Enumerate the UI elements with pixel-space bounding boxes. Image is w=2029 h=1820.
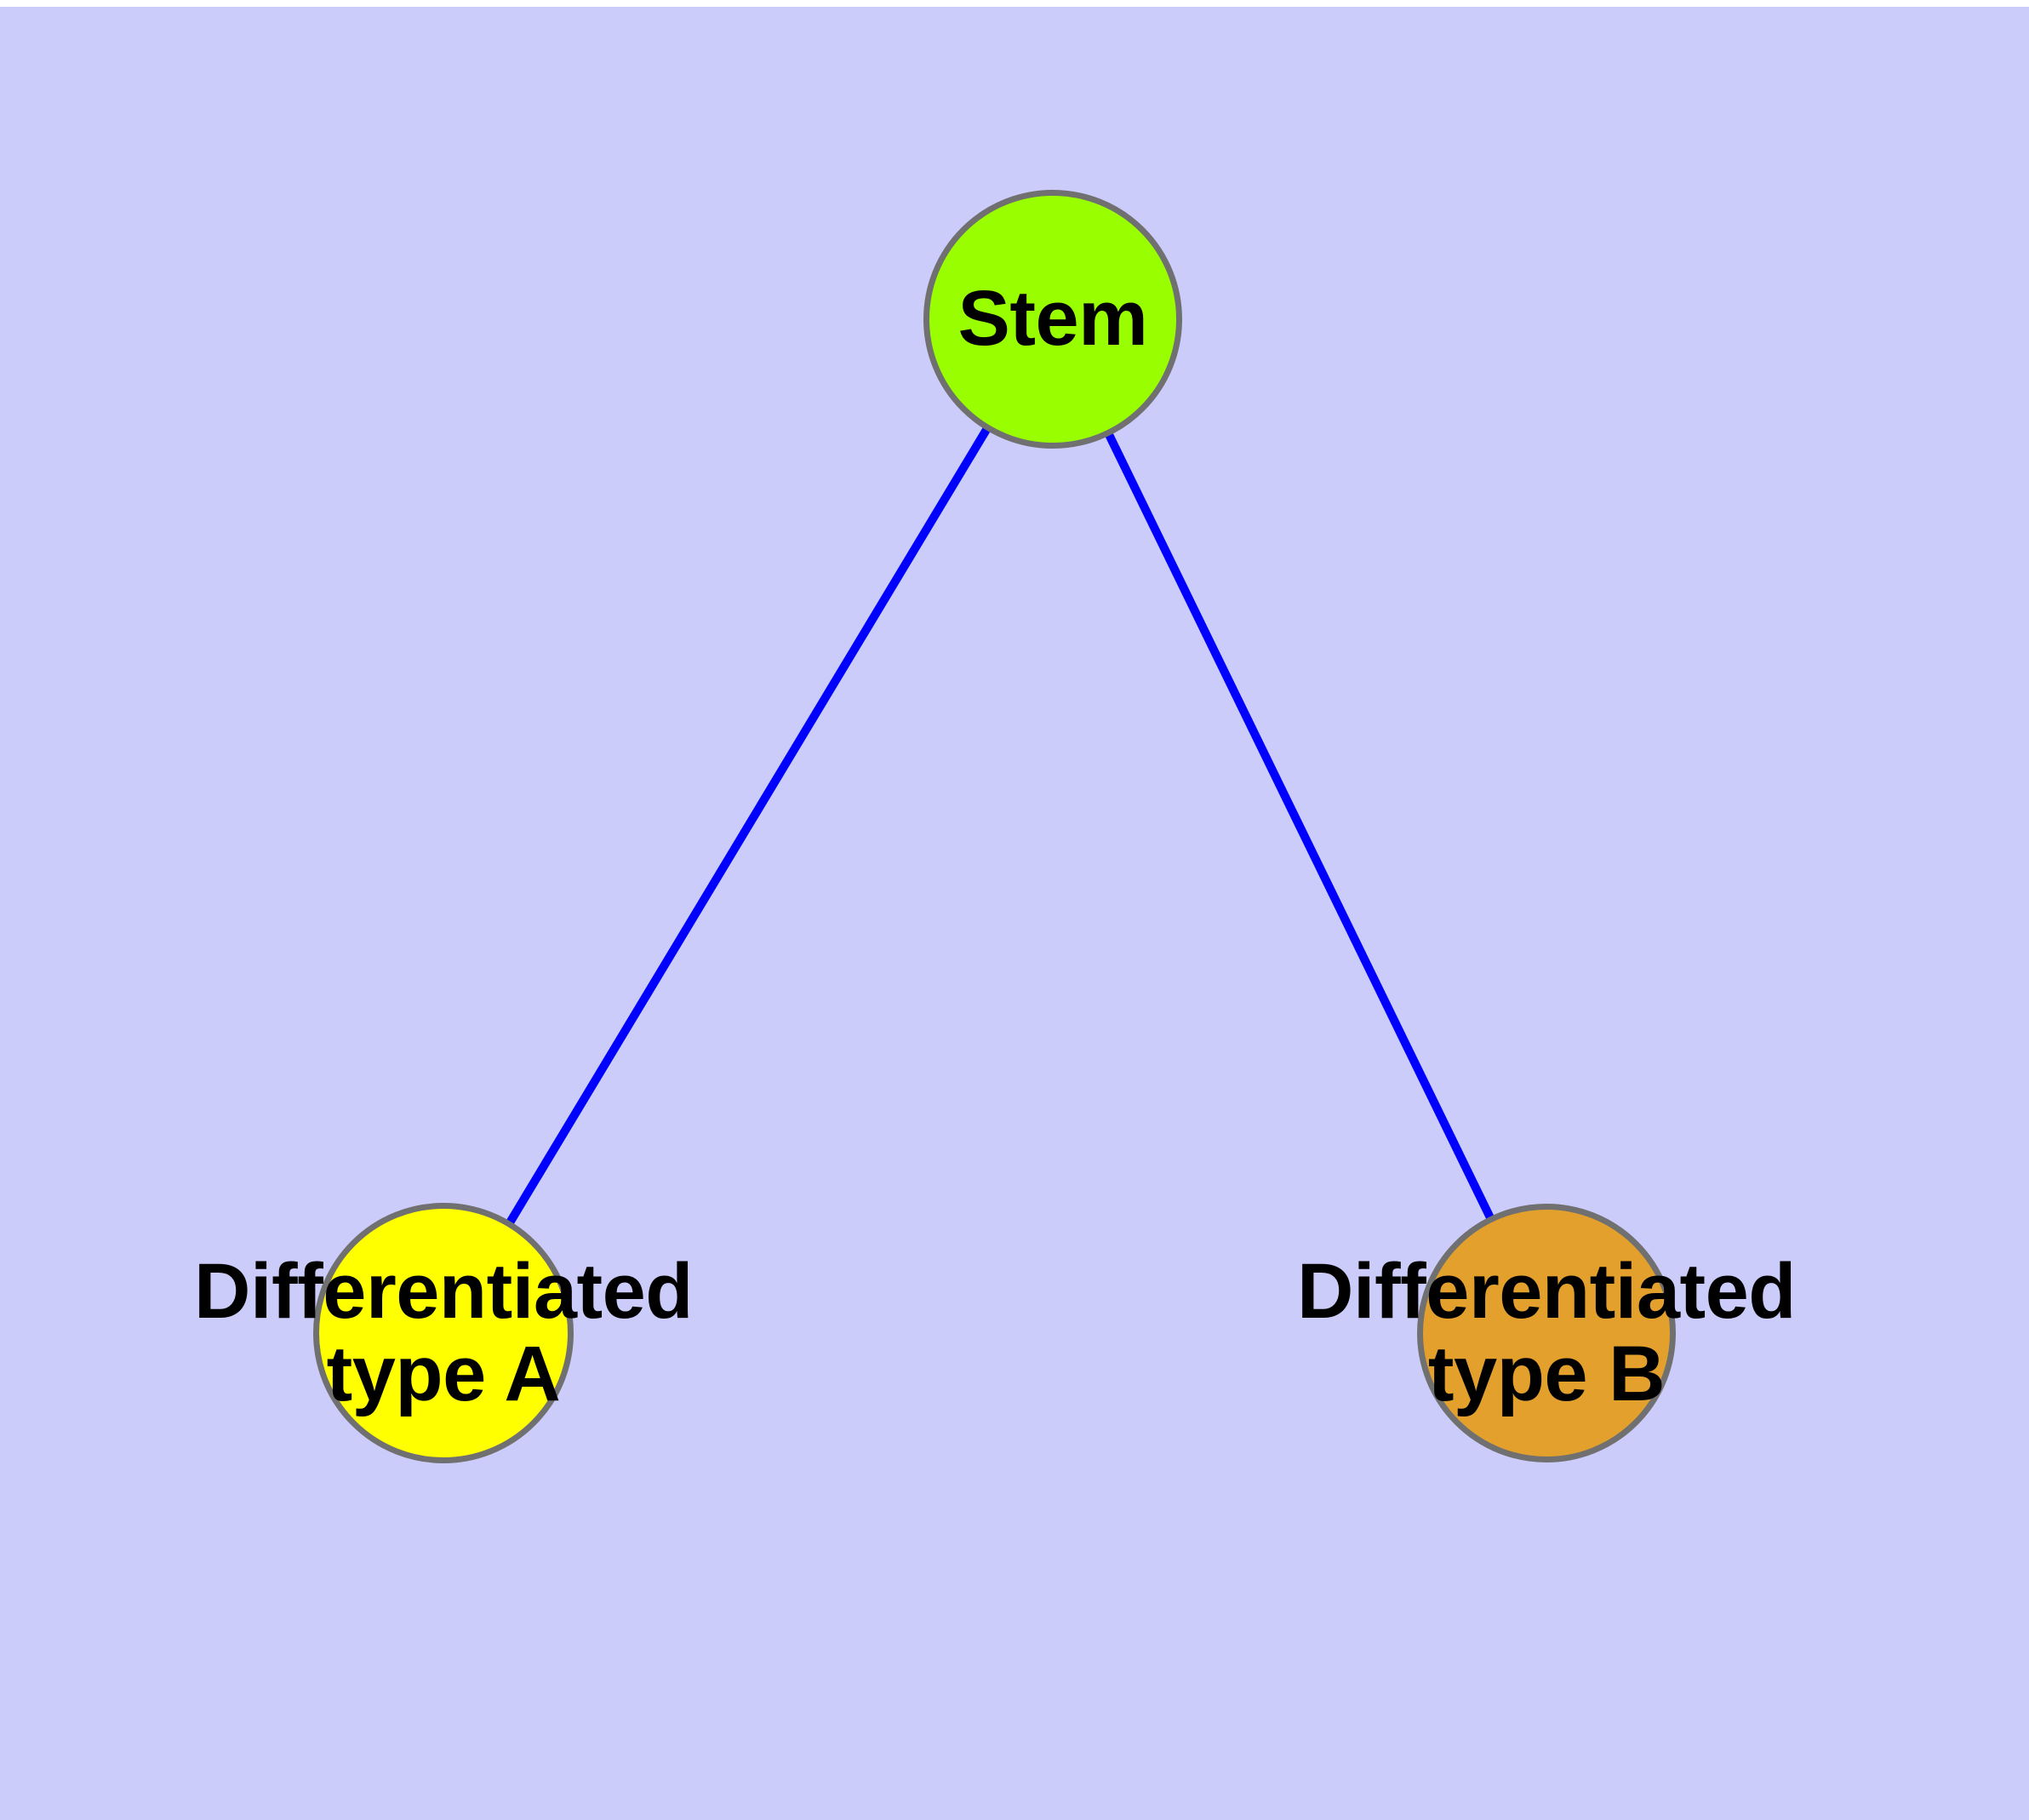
node-layer [313, 190, 1676, 1463]
edge-layer [505, 425, 1495, 1227]
edge-stem-to-differentiated-type-a[interactable] [505, 425, 992, 1227]
node-differentiated-type-a[interactable] [313, 1203, 574, 1463]
edge-stem-to-differentiated-type-b[interactable] [1104, 430, 1495, 1222]
node-differentiated-type-b[interactable] [1417, 1204, 1676, 1462]
node-stem[interactable] [923, 190, 1182, 449]
